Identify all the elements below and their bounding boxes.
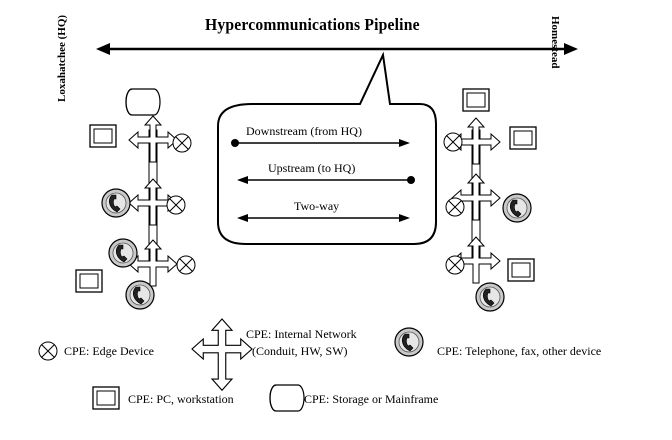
left-site-network bbox=[75, 88, 196, 310]
legend-phone-label: CPE: Telephone, fax, other device bbox=[437, 344, 602, 358]
legend-edge-icon bbox=[38, 341, 58, 361]
upstream-label: Upstream (to HQ) bbox=[268, 161, 356, 175]
legend-pc-icon bbox=[92, 386, 120, 410]
legend-network-label-1: CPE: Internal Network bbox=[246, 327, 357, 341]
legend-pc-label: CPE: PC, workstation bbox=[128, 392, 234, 406]
flow-bubble bbox=[217, 51, 437, 245]
two-way-label: Two-way bbox=[294, 199, 340, 213]
legend-network-icon bbox=[191, 318, 253, 392]
legend-network-label-2: (Conduit, HW, SW) bbox=[252, 344, 348, 358]
right-site-network bbox=[443, 88, 537, 312]
legend-phone-icon bbox=[394, 327, 424, 357]
legend-storage-icon bbox=[269, 384, 305, 412]
diagram-title: Hypercommunications Pipeline bbox=[205, 15, 420, 34]
legend-storage-label: CPE: Storage or Mainframe bbox=[304, 392, 439, 406]
two-way-arrow bbox=[237, 214, 410, 222]
downstream-label: Downstream (from HQ) bbox=[246, 124, 362, 138]
downstream-arrow bbox=[231, 139, 410, 147]
right-site-label: Homestead bbox=[549, 16, 561, 69]
left-site-label: Loxahatchee (HQ) bbox=[56, 14, 68, 102]
legend-edge-label: CPE: Edge Device bbox=[64, 344, 154, 358]
upstream-arrow bbox=[237, 176, 415, 184]
